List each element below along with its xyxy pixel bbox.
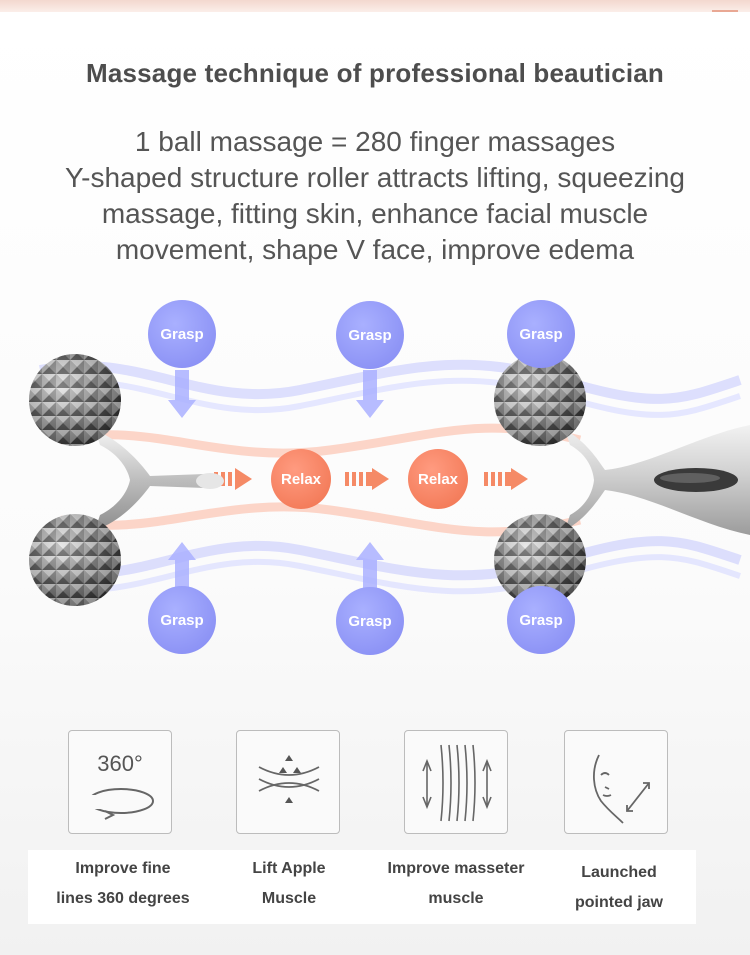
- page-title: Massage technique of professional beauti…: [85, 58, 665, 88]
- description-line: movement, shape V face, improve edema: [115, 234, 635, 265]
- grasp-bubble: Grasp: [507, 300, 575, 368]
- description: 1 ball massage = 280 finger massages Y-s…: [0, 124, 750, 268]
- roller-illustration: [29, 354, 750, 606]
- description-line: Y-shaped structure roller attracts lifti…: [65, 162, 685, 193]
- description-line: 1 ball massage = 280 finger massages: [134, 126, 616, 157]
- right-roller: [494, 354, 750, 606]
- grasp-bubble: Grasp: [336, 301, 404, 369]
- massage-diagram: Grasp Grasp Grasp Relax Relax Grasp Gras…: [0, 290, 750, 670]
- grasp-bubble: Grasp: [148, 586, 216, 654]
- degree-text: 360°: [97, 751, 143, 776]
- feature-label: Improve fine lines 360 degrees: [56, 860, 190, 907]
- relax-bubble: Relax: [271, 449, 331, 509]
- grasp-bubble: Grasp: [336, 587, 404, 655]
- feature-label: Improve masseter muscle: [387, 860, 525, 907]
- relax-bubble: Relax: [408, 449, 468, 509]
- grasp-bubble: Grasp: [148, 300, 216, 368]
- feature-label: Launched pointed jaw: [575, 864, 663, 911]
- top-accent-bar: [0, 0, 750, 12]
- feature-label: Lift Apple Muscle: [252, 860, 326, 907]
- accent-dash: [712, 10, 738, 12]
- left-roller: [29, 354, 224, 606]
- pointed-jaw-icon: [564, 730, 668, 834]
- feature-list: 360° Improve fine lines 360 degrees Lift…: [0, 730, 750, 930]
- description-line: massage, fitting skin, enhance facial mu…: [101, 198, 649, 229]
- grasp-bubble: Grasp: [507, 586, 575, 654]
- feature-label-band: [28, 850, 696, 924]
- rotate-360-icon: 360°: [68, 730, 172, 834]
- masseter-muscle-icon: [404, 730, 508, 834]
- lift-apple-muscle-icon: [236, 730, 340, 834]
